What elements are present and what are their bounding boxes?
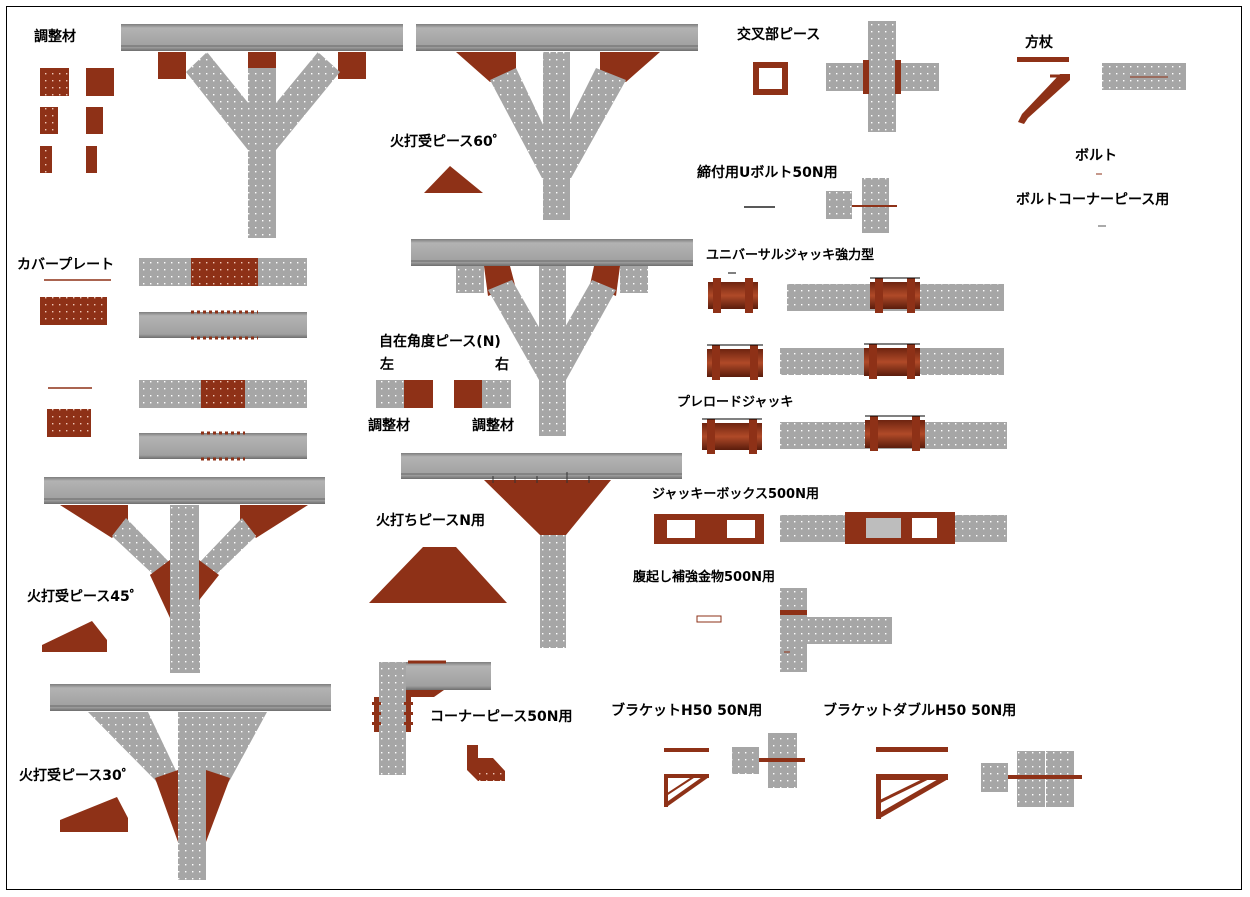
label-hojo: 方杖: [1025, 35, 1053, 51]
label-u-bolt: 締付用Uボルト50N用: [697, 165, 838, 181]
bracket-double: [876, 747, 1082, 819]
corner-piece-50n: [372, 660, 491, 775]
label-hiuke-60: 火打受ピース60゜: [390, 134, 507, 150]
adjust-blocks: [40, 68, 114, 173]
label-jack-box: ジャッキーボックス500N用: [652, 487, 819, 502]
hiuchi-piece-n: [401, 453, 682, 648]
label-hiuke-45: 火打受ピース45゜: [27, 589, 144, 605]
label-hiuchi-n: 火打ちピースN用: [376, 513, 486, 529]
preload-jack: [702, 415, 1007, 454]
hiuke-60-piece: [424, 166, 483, 193]
label-corner-piece: コーナーピース50N用: [430, 709, 573, 725]
free-angle-pieces: [376, 380, 511, 408]
label-right: 右: [495, 357, 509, 373]
cover-plate-section: [40, 258, 307, 461]
label-bracket-double: ブラケットダブルH50 50N用: [823, 703, 1017, 719]
universal-jack-1: [708, 272, 1004, 313]
hiuke-45-piece: [42, 621, 107, 652]
hiuke-30-piece: [60, 797, 128, 832]
u-bolt: [744, 178, 897, 233]
hojo-brace: [1017, 57, 1186, 124]
label-free-angle: 自在角度ピース(N): [379, 334, 501, 350]
label-belly-reinforce: 腹起し補強金物500N用: [633, 570, 776, 585]
label-cover-plate: カバープレート: [17, 257, 115, 273]
cross-piece: [753, 21, 939, 132]
hiuchi-piece-n-part: [369, 547, 507, 603]
label-adjust-left: 調整材: [368, 418, 410, 434]
y-piece-free-angle: [411, 239, 693, 436]
jack-box: [654, 512, 1007, 544]
belly-reinforce: [696, 588, 892, 672]
y-piece-adjust: [121, 24, 403, 238]
label-preload-jack: プレロードジャッキ: [677, 395, 794, 410]
y-piece-45: [44, 477, 325, 673]
universal-jack-2: [707, 343, 1004, 380]
label-bracket-h50: ブラケットH50 50N用: [611, 703, 763, 719]
bracket-h50: [664, 733, 805, 807]
label-adjust-material: 調整材: [34, 29, 76, 45]
label-hiuke-30: 火打受ピース30゜: [19, 768, 136, 784]
sheet-frame: [6, 6, 1242, 890]
y-piece-60: [416, 24, 698, 220]
y-piece-30: [50, 684, 331, 880]
label-left: 左: [380, 357, 394, 373]
label-cross-piece: 交叉部ピース: [737, 27, 821, 43]
label-adjust-right: 調整材: [472, 418, 514, 434]
label-bolt-corner: ボルトコーナーピース用: [1016, 192, 1170, 208]
label-bolt: ボルト: [1075, 148, 1117, 164]
label-universal-jack: ユニバーサルジャッキ強力型: [706, 248, 875, 263]
